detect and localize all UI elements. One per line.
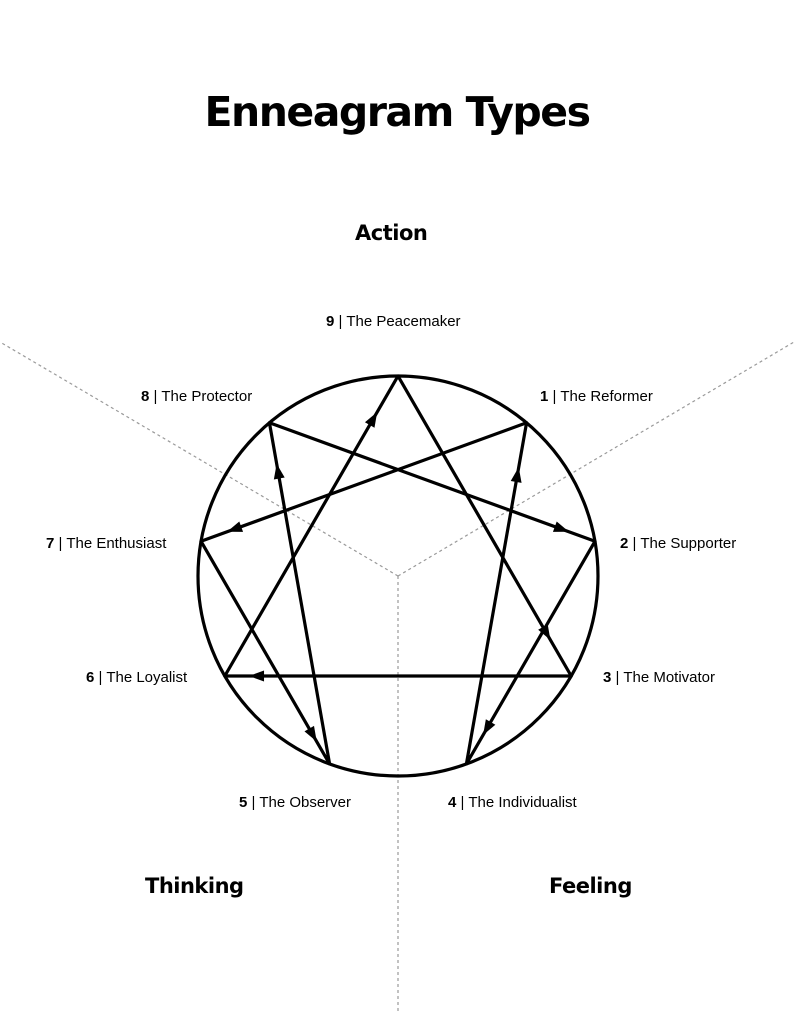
- type-name: The Enthusiast: [66, 535, 167, 552]
- type-label-8: 8 | The Protector: [141, 388, 252, 406]
- type-number: 5: [239, 794, 248, 811]
- type-label-6: 6 | The Loyalist: [86, 669, 187, 687]
- type-label-7: 7 | The Enthusiast: [46, 535, 166, 553]
- type-separator: |: [628, 535, 641, 552]
- arrowhead-6-to-9: [364, 412, 378, 428]
- type-separator: |: [334, 313, 347, 330]
- type-label-5: 5 | The Observer: [239, 794, 351, 812]
- type-separator: |: [456, 794, 469, 811]
- arrowhead-3-to-6: [249, 670, 265, 682]
- type-number: 4: [448, 794, 457, 811]
- type-number: 1: [540, 388, 549, 405]
- divider-line-left: [0, 341, 399, 577]
- type-separator: |: [149, 388, 162, 405]
- arrowhead-1-to-7: [227, 521, 244, 532]
- type-label-2: 2 | The Supporter: [620, 535, 736, 553]
- type-name: The Peacemaker: [346, 313, 461, 330]
- type-separator: |: [548, 388, 561, 405]
- type-number: 6: [86, 669, 95, 686]
- type-separator: |: [247, 794, 260, 811]
- type-separator: |: [94, 669, 107, 686]
- type-separator: |: [611, 669, 624, 686]
- type-name: The Motivator: [623, 669, 716, 686]
- type-number: 8: [141, 388, 150, 405]
- type-name: The Reformer: [560, 388, 653, 405]
- center-label-feeling: Feeling: [549, 874, 632, 898]
- center-label-thinking: Thinking: [145, 874, 244, 898]
- arrowhead-5-to-8: [273, 463, 285, 480]
- page-title: Enneagram Types: [204, 88, 591, 136]
- type-label-4: 4 | The Individualist: [448, 794, 577, 812]
- arrowhead-8-to-2: [552, 521, 569, 532]
- type-name: The Loyalist: [106, 669, 188, 686]
- divider-line-right: [397, 341, 794, 577]
- type-name: The Individualist: [468, 794, 577, 811]
- direction-arrows: [227, 412, 569, 742]
- type-label-9: 9 | The Peacemaker: [326, 313, 461, 331]
- type-separator: |: [54, 535, 67, 552]
- type-name: The Supporter: [640, 535, 737, 552]
- type-label-3: 3 | The Motivator: [603, 669, 715, 687]
- center-label-action: Action: [355, 221, 428, 245]
- type-number: 2: [620, 535, 629, 552]
- arrowhead-2-to-4: [483, 719, 496, 735]
- type-name: The Protector: [161, 388, 253, 405]
- type-number: 9: [326, 313, 335, 330]
- triangle-line: [223, 374, 573, 678]
- hexad-line: [199, 421, 597, 766]
- arrowhead-4-to-1: [510, 467, 522, 483]
- type-number: 3: [603, 669, 612, 686]
- center-dividers: [0, 341, 794, 1011]
- arrowhead-9-to-3: [538, 624, 551, 640]
- connection-lines: [199, 374, 597, 766]
- arrowhead-7-to-5: [304, 725, 317, 742]
- type-number: 7: [46, 535, 55, 552]
- type-name: The Observer: [259, 794, 352, 811]
- type-label-1: 1 | The Reformer: [540, 388, 653, 406]
